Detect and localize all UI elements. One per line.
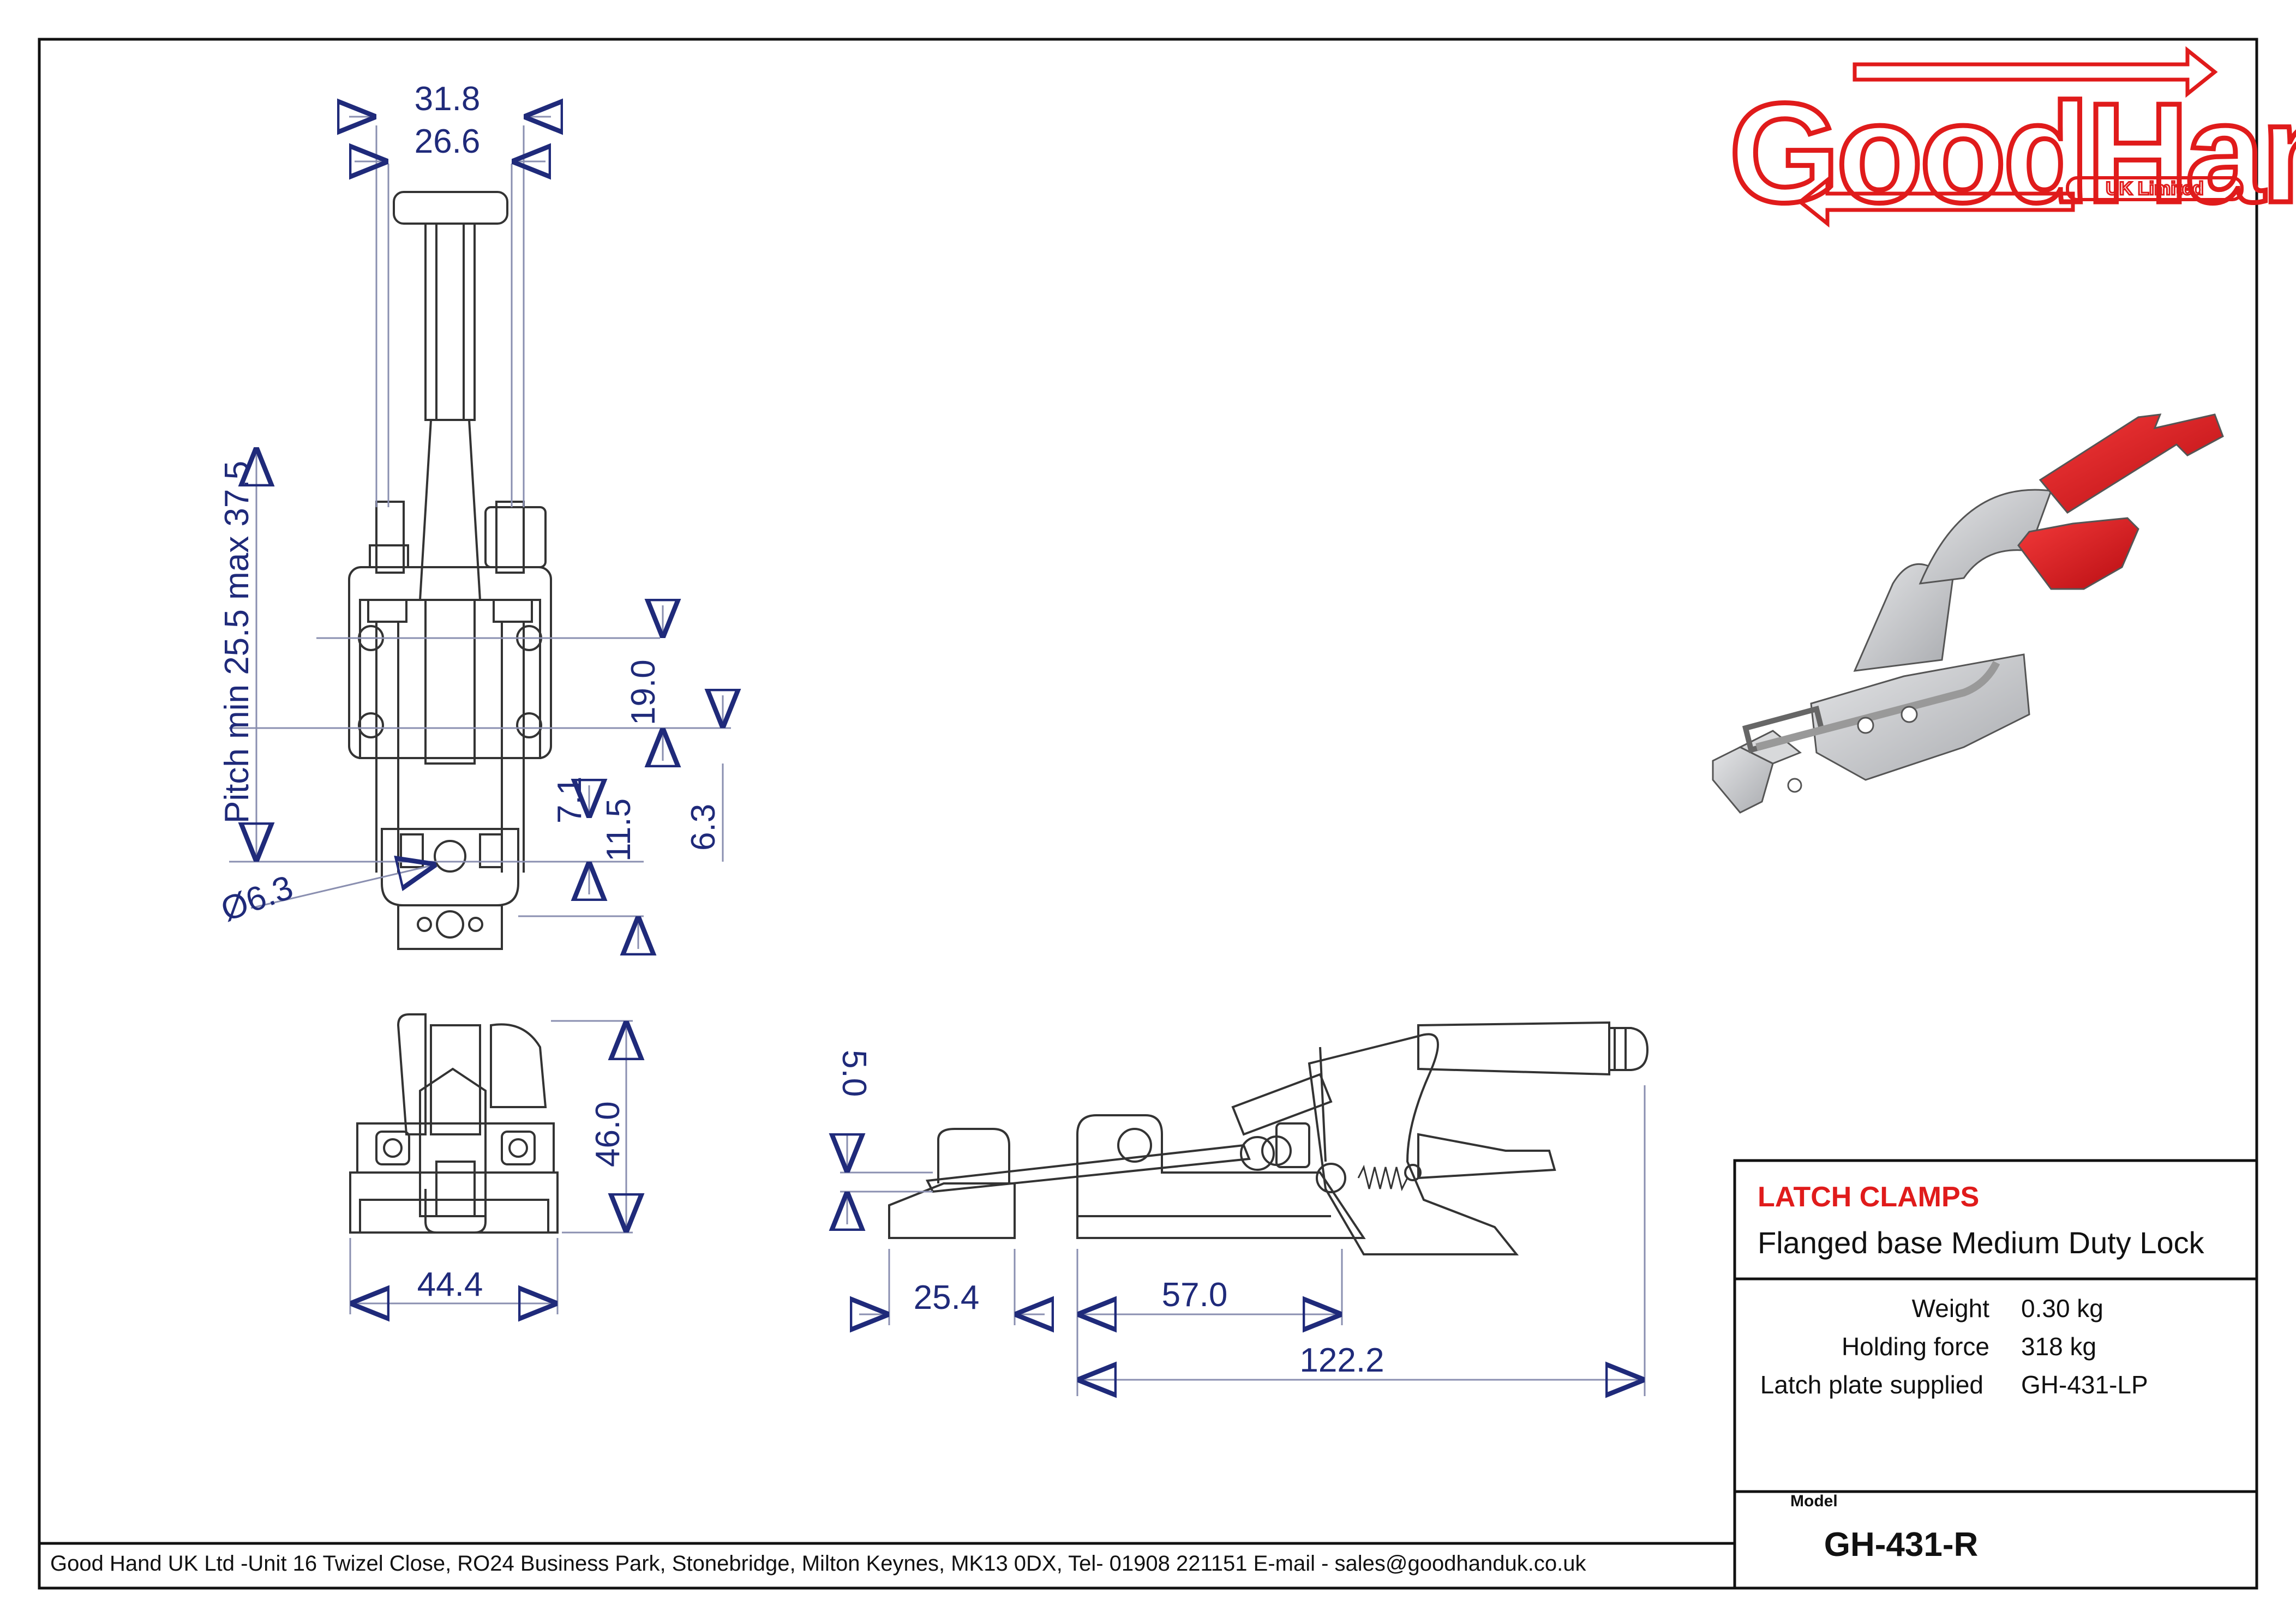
spec-value-holding-force: 318 kg <box>2021 1332 2096 1361</box>
logo-subtitle: UK Limited <box>2106 178 2203 199</box>
product-category: LATCH CLAMPS <box>1758 1181 1979 1213</box>
dim-26-6: 26.6 <box>415 123 481 160</box>
model-number: GH-431-R <box>1824 1526 1979 1564</box>
end-view-drawing <box>349 1013 559 1234</box>
dim-19-0: 19.0 <box>625 659 662 725</box>
end-view-dimensions <box>349 1020 633 1314</box>
dim-pitch: Pitch min 25.5 max 37.5 <box>218 461 256 823</box>
dim-31-8: 31.8 <box>415 80 481 118</box>
logo-sub-box <box>2066 176 2244 201</box>
red-trigger <box>2017 517 2139 590</box>
spec-value-weight: 0.30 kg <box>2021 1294 2103 1323</box>
product-isometric-image <box>1712 413 2224 814</box>
dim-46-0: 46.0 <box>589 1101 627 1167</box>
dim-25-4: 25.4 <box>914 1279 980 1317</box>
dim-7-1: 7.1 <box>551 777 589 823</box>
side-view-dimensions <box>840 1085 1646 1396</box>
side-view-drawing <box>888 1021 1649 1255</box>
dim-11-5: 11.5 <box>600 798 638 862</box>
dim-57-0: 57.0 <box>1162 1276 1228 1314</box>
logo-arrow-bottom-icon <box>1797 176 2075 228</box>
dim-diameter-6-3: Ø6.3 <box>216 868 298 929</box>
top-view-dimensions <box>229 117 731 949</box>
logo-arrow-top-icon <box>1853 46 2218 98</box>
title-block <box>39 1159 2258 1590</box>
red-handle <box>2039 413 2224 514</box>
sheet-border <box>38 38 2258 1590</box>
dim-44-4: 44.4 <box>417 1266 483 1303</box>
model-label: Model <box>1790 1492 1838 1510</box>
dim-122-2: 122.2 <box>1299 1342 1384 1379</box>
spec-label-holding-force: Holding force <box>1842 1332 1989 1361</box>
product-description: Flanged base Medium Duty Lock <box>1758 1225 2205 1260</box>
footer-address: Good Hand UK Ltd -Unit 16 Twizel Close, … <box>50 1552 1586 1576</box>
dim-6-3: 6.3 <box>685 804 722 851</box>
spec-label-weight: Weight <box>1912 1294 1990 1323</box>
spec-value-latch-plate: GH-431-LP <box>2021 1370 2148 1399</box>
spec-label-latch-plate: Latch plate supplied <box>1760 1370 1983 1399</box>
top-view-drawing <box>348 191 552 950</box>
dim-5-0: 5.0 <box>835 1050 873 1097</box>
